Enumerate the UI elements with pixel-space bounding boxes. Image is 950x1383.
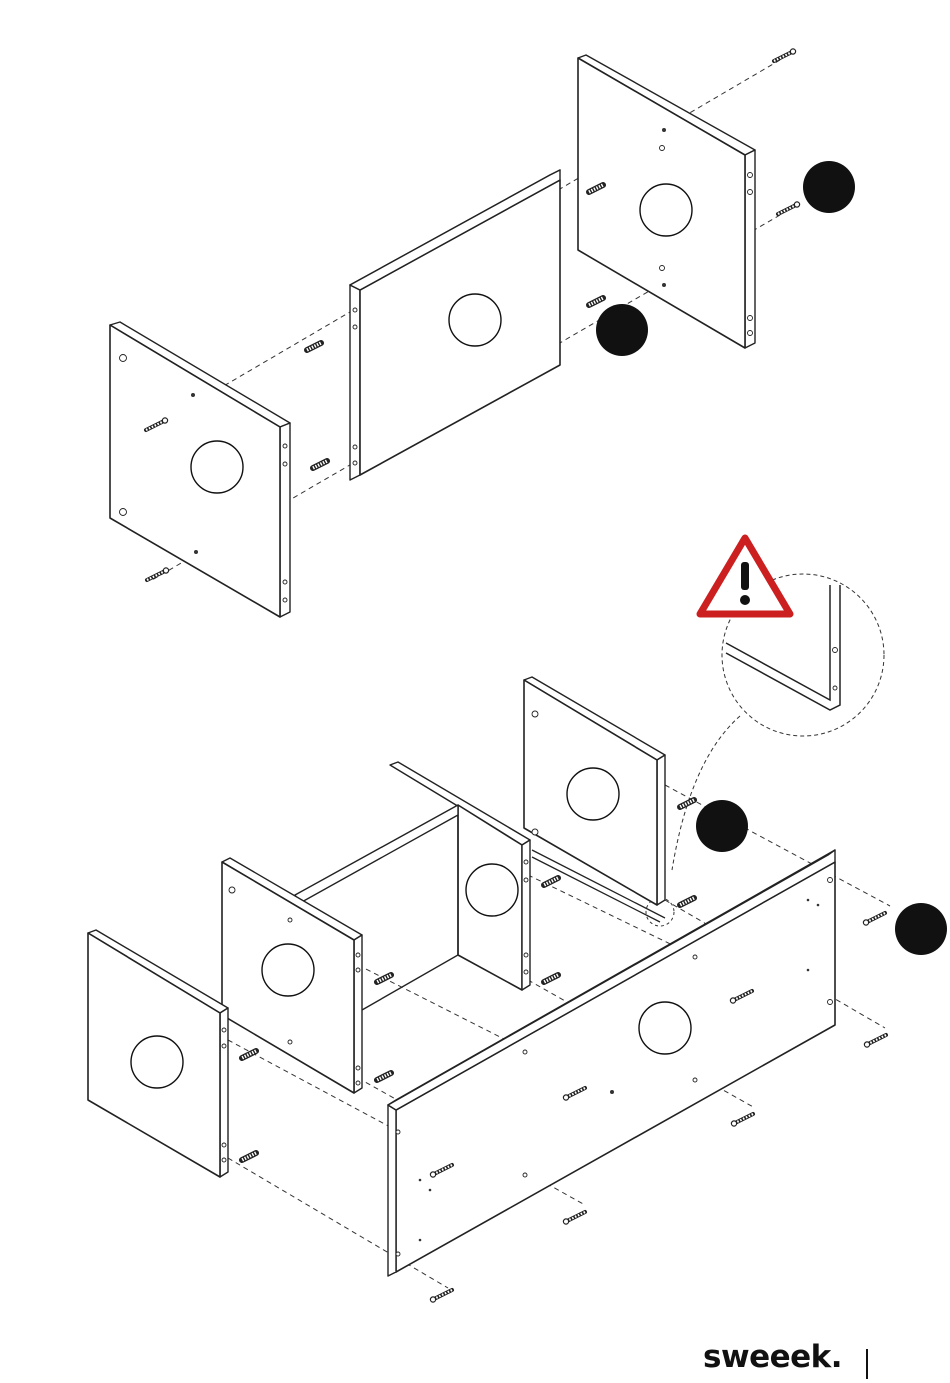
cable-hole xyxy=(640,184,692,236)
brand-divider xyxy=(866,1349,868,1379)
top-assembly xyxy=(110,49,855,617)
cable-hole xyxy=(639,1002,691,1054)
screw-icon xyxy=(774,49,796,61)
dowel-icon xyxy=(377,975,391,982)
cable-hole xyxy=(466,864,518,916)
left-side-panel xyxy=(110,322,290,617)
dowel-icon xyxy=(242,1051,256,1058)
cable-hole xyxy=(131,1036,183,1088)
cable-hole xyxy=(262,944,314,996)
step-marker-icon xyxy=(803,161,855,213)
screw-icon xyxy=(778,202,800,214)
cable-hole xyxy=(567,768,619,820)
bottom-assembly xyxy=(88,677,947,1302)
right-side-panel xyxy=(578,55,755,348)
inner-divider-panel xyxy=(390,762,530,990)
warning-detail xyxy=(646,538,884,926)
dowel-icon xyxy=(589,298,603,305)
dowel-icon xyxy=(313,461,327,468)
cable-hole xyxy=(449,294,501,346)
dowel-icon xyxy=(544,975,558,982)
screw-icon xyxy=(864,1035,886,1047)
cable-hole xyxy=(191,441,243,493)
warning-triangle-icon xyxy=(700,538,790,614)
dowel-icon xyxy=(242,1153,256,1160)
dowel-icon xyxy=(680,898,694,905)
screw-icon xyxy=(863,913,885,925)
screw-icon xyxy=(147,568,169,580)
screw-icon xyxy=(731,1114,753,1126)
screw-icon xyxy=(430,1290,452,1302)
dowel-icon xyxy=(377,1073,391,1080)
dowel-icon xyxy=(680,800,694,807)
far-left-panel xyxy=(88,930,228,1177)
screw-icon xyxy=(563,1212,585,1224)
step-marker-icon xyxy=(696,800,748,852)
step-marker-icon xyxy=(596,304,648,356)
brand-logo: sweeek. xyxy=(703,1342,842,1373)
front-long-panel xyxy=(388,850,835,1276)
dowel-icon xyxy=(307,343,321,350)
dowel-icon xyxy=(544,878,558,885)
step-marker-icon xyxy=(895,903,947,955)
middle-panel xyxy=(350,170,560,480)
